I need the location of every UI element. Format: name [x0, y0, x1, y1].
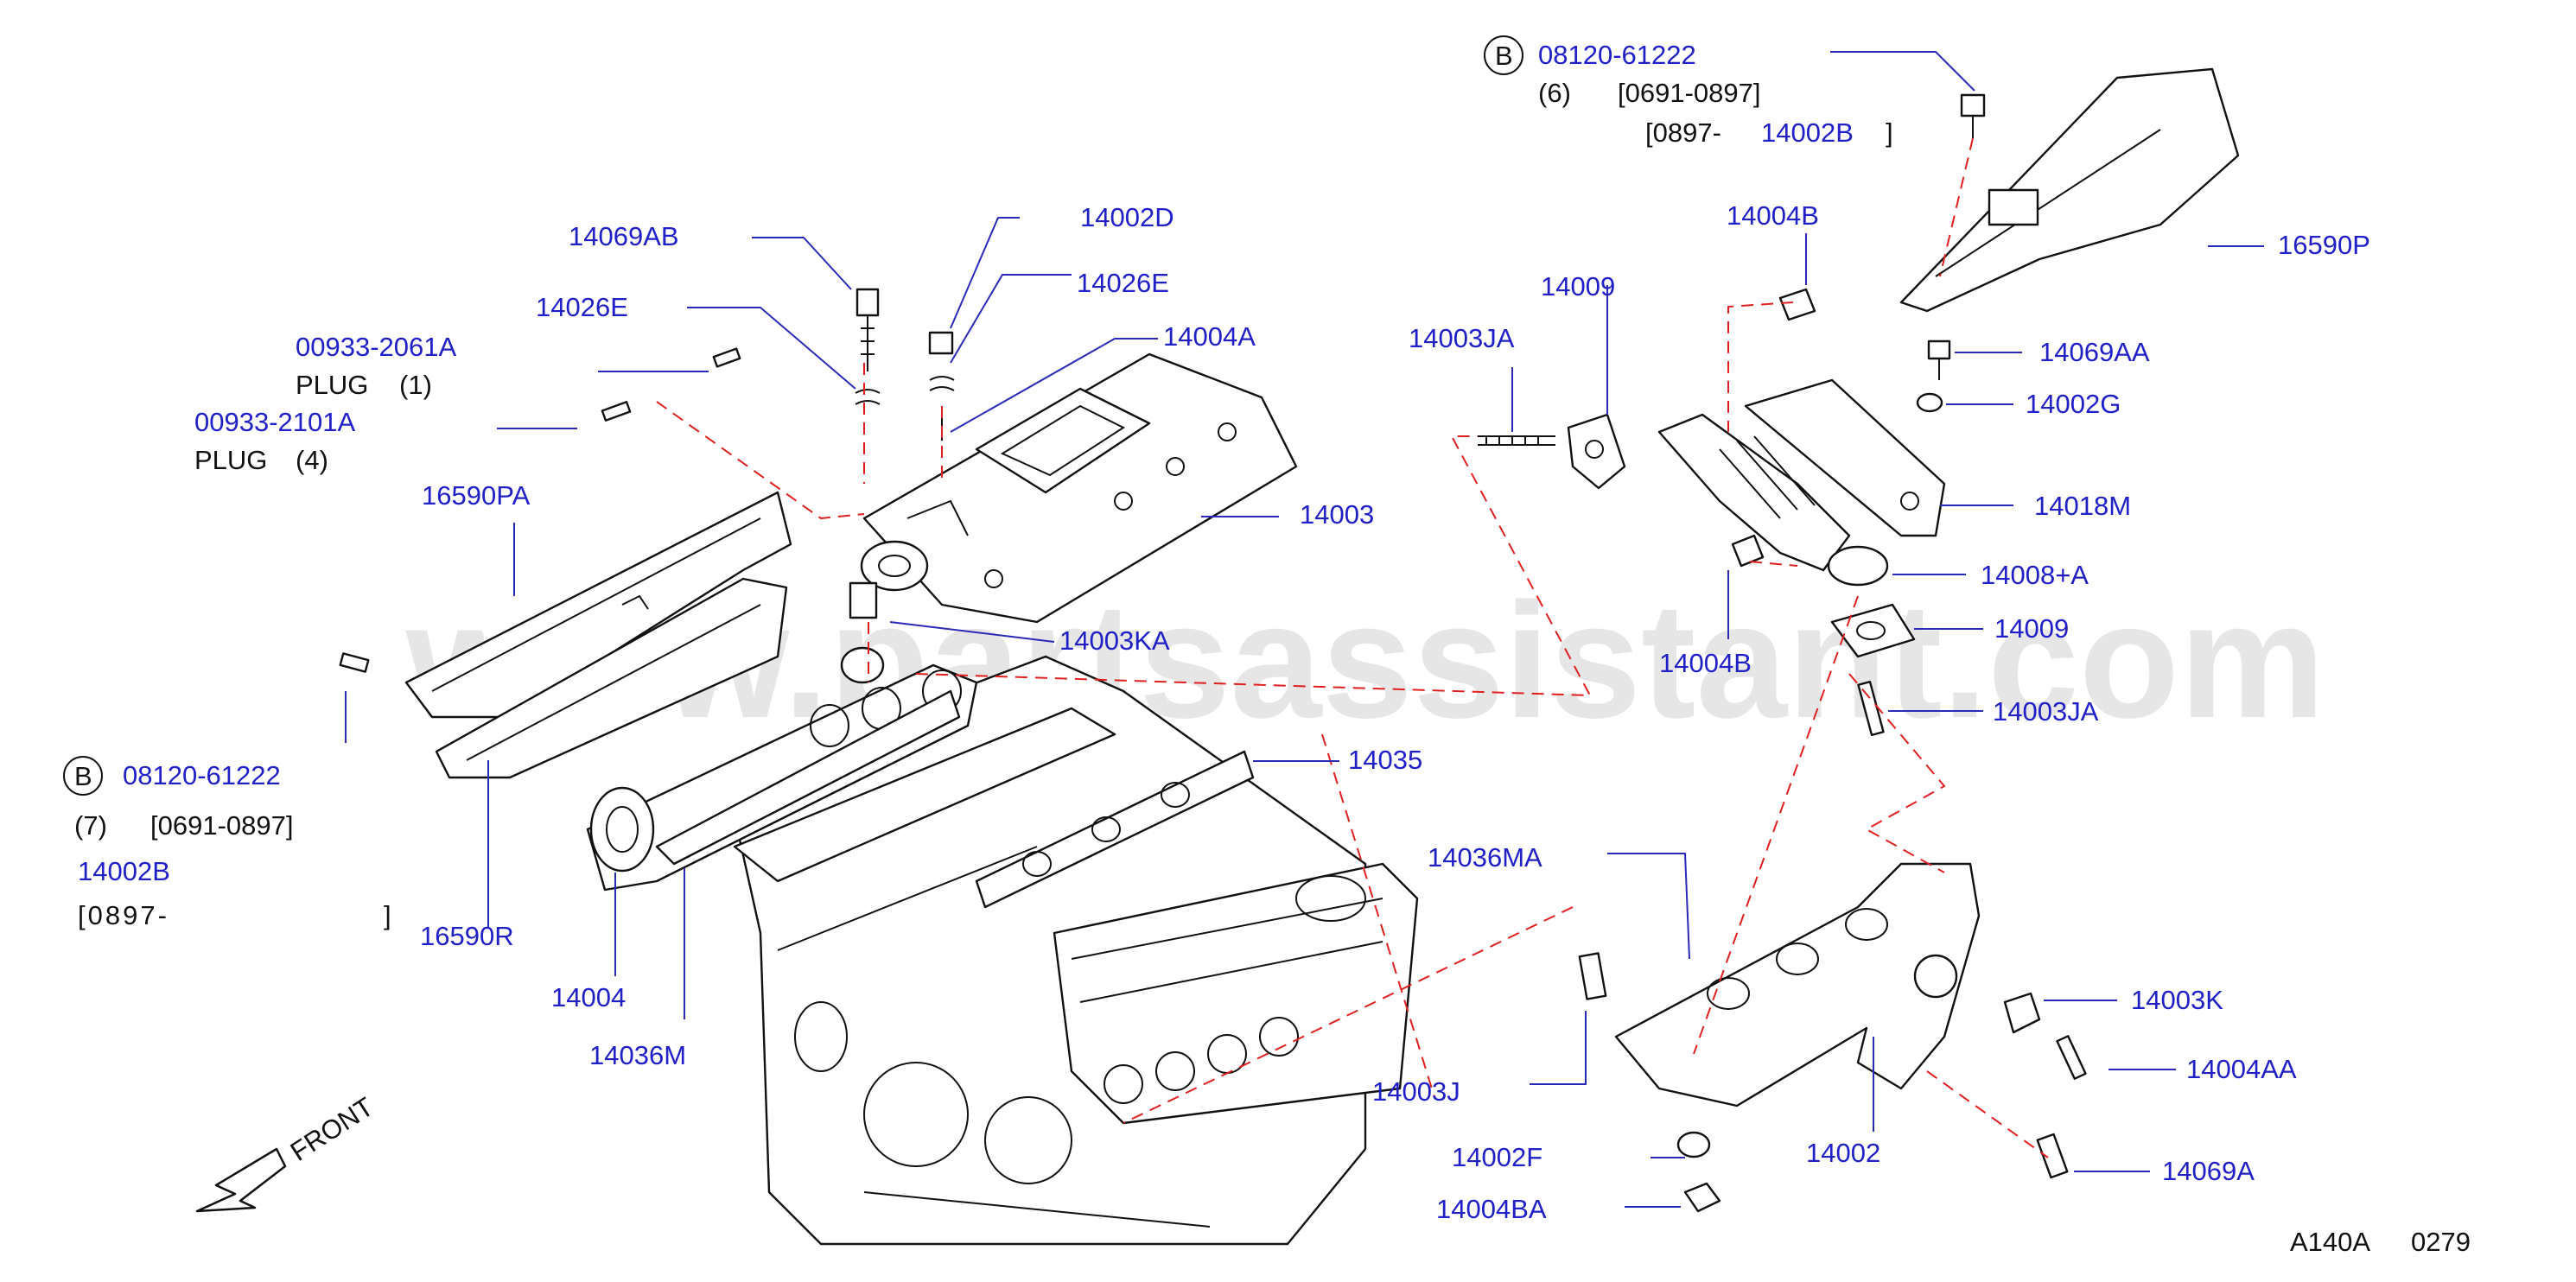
exhaust-gasket-left [655, 689, 961, 866]
label-14002G[interactable]: 14002G [2026, 389, 2121, 419]
label-14069A[interactable]: 14069A [2162, 1156, 2255, 1186]
plug-label-1: PLUG [296, 370, 368, 400]
top-bolt-range1: [0691-0897] [1618, 78, 1760, 108]
bracket-14018M [1744, 378, 1946, 537]
badge-b-left-letter: B [74, 761, 92, 791]
left-bolt-range2-close: ] [384, 900, 391, 930]
label-14002B-left[interactable]: 14002B [78, 856, 170, 886]
nut-14004BA [1683, 1182, 1721, 1213]
exhaust-gasket-14035 [975, 750, 1255, 909]
nut-14004B-lower [1731, 534, 1765, 568]
heat-shield-upper-left [404, 491, 792, 719]
label-16590PA[interactable]: 16590PA [422, 480, 531, 511]
washer-14002G [1916, 392, 1943, 413]
exhaust-manifold-right [1614, 862, 1981, 1107]
label-14018M[interactable]: 14018M [2034, 491, 2131, 521]
stud-14003J [1578, 952, 1607, 1000]
label-14002F[interactable]: 14002F [1452, 1142, 1542, 1172]
label-14069AA[interactable]: 14069AA [2039, 337, 2150, 367]
label-14036MA[interactable]: 14036MA [1428, 842, 1542, 873]
front-label: FRONT [285, 1091, 379, 1167]
label-14026E-left[interactable]: 14026E [536, 292, 628, 322]
exhaust-tube-14008 [1657, 413, 1889, 587]
intake-collector [860, 352, 1298, 624]
label-14004A[interactable]: 14004A [1163, 321, 1256, 352]
label-14036M[interactable]: 14036M [589, 1040, 686, 1070]
heat-shield-lower-left [435, 577, 788, 779]
label-14004AA[interactable]: 14004AA [2186, 1054, 2297, 1084]
label-08120-61222-left[interactable]: 08120-61222 [123, 760, 281, 790]
plug-qty-4: (4) [296, 445, 328, 475]
collector-bolts [601, 288, 955, 684]
label-08120-61222-top[interactable]: 08120-61222 [1538, 40, 1696, 70]
left-bolt-note: B 08120-61222 (7) [0691-0897] 14002B [08… [63, 756, 391, 930]
label-14002[interactable]: 14002 [1806, 1138, 1880, 1168]
top-bolt-range2-close: ] [1886, 117, 1893, 148]
label-14002B-top[interactable]: 14002B [1761, 117, 1854, 148]
label-14003KA[interactable]: 14003KA [1059, 625, 1170, 656]
top-bolt-note: B 08120-61222 (6) [0691-0897] [0897- 140… [1484, 35, 1893, 148]
bolt-14069AA [1927, 340, 1951, 380]
badge-b-left [63, 756, 103, 796]
label-00933-2101A[interactable]: 00933-2101A [194, 407, 355, 437]
label-14002D[interactable]: 14002D [1080, 202, 1174, 232]
label-14035[interactable]: 14035 [1348, 745, 1422, 775]
label-14004BA[interactable]: 14004BA [1436, 1194, 1547, 1224]
label-16590P[interactable]: 16590P [2278, 230, 2370, 260]
label-14004B-top[interactable]: 14004B [1727, 200, 1819, 231]
stud-14003JA-top [1478, 435, 1555, 446]
nut-14004B-top [1778, 288, 1816, 321]
label-14004[interactable]: 14004 [551, 982, 626, 1012]
footer-code: A140A [2290, 1227, 2370, 1257]
label-14004B-lower[interactable]: 14004B [1659, 648, 1752, 678]
label-16590R[interactable]: 16590R [420, 921, 514, 951]
label-14009-top[interactable]: 14009 [1541, 271, 1615, 301]
gasket-14009-top [1567, 413, 1626, 490]
label-14003K[interactable]: 14003K [2131, 985, 2223, 1015]
label-14026E-right[interactable]: 14026E [1077, 268, 1169, 298]
left-bolt-range1: [0691-0897] [150, 810, 293, 841]
label-14003JA-lower[interactable]: 14003JA [1993, 696, 2099, 727]
washer-14002F [1676, 1131, 1711, 1158]
badge-b-top-letter: B [1495, 41, 1513, 71]
top-bolt-range2-open: [0897- [1645, 117, 1721, 148]
stud-14004AA [2056, 1035, 2087, 1080]
plug-qty-1: (1) [399, 370, 432, 400]
top-bolt-qty: (6) [1538, 78, 1571, 108]
label-14009-lower[interactable]: 14009 [1994, 613, 2069, 644]
left-bolt-qty: (7) [74, 810, 107, 841]
label-14069AB[interactable]: 14069AB [569, 221, 679, 251]
footer-page: 0279 [2411, 1227, 2471, 1257]
assembly-lines [656, 137, 2049, 1158]
heat-shield-16590P [1899, 67, 2240, 313]
front-indicator: FRONT [195, 1091, 379, 1213]
label-14003J[interactable]: 14003J [1372, 1076, 1460, 1107]
leader-lines [345, 51, 2264, 1208]
left-bolt-range2-open: [0897- [78, 900, 169, 930]
label-14008A[interactable]: 14008+A [1981, 560, 2089, 590]
label-14003JA-top[interactable]: 14003JA [1409, 323, 1515, 353]
stud-left [339, 652, 370, 673]
label-14003[interactable]: 14003 [1300, 499, 1374, 530]
bolt-14069A [2036, 1133, 2069, 1179]
badge-b-top [1484, 35, 1523, 75]
label-00933-2061A[interactable]: 00933-2061A [296, 332, 456, 362]
front-arrow-icon [195, 1147, 287, 1213]
stud-14003K [2003, 992, 2041, 1034]
plug-label-4: PLUG [194, 445, 267, 475]
gasket-14009-lower [1830, 603, 1916, 658]
bolt-top-right [1960, 93, 1986, 138]
